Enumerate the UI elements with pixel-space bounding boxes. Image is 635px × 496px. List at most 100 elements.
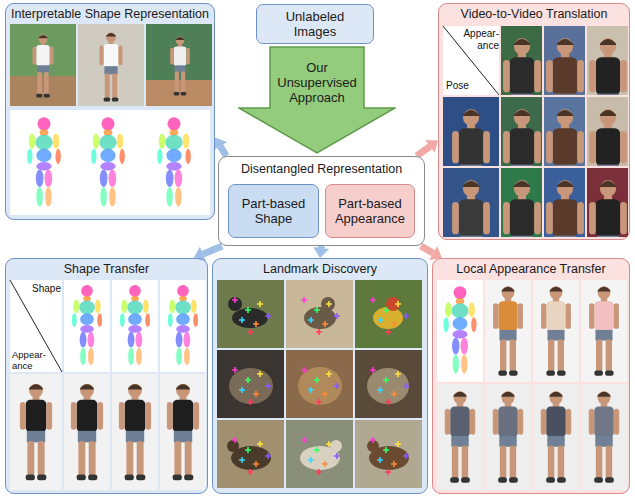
- illustration-rect: [212, 258, 428, 494]
- illustration-svg: [355, 350, 422, 418]
- illustration-rect: [286, 280, 353, 348]
- illustration-line: [10, 280, 62, 372]
- illustration-rect: [286, 420, 353, 488]
- illustration-svg: [160, 280, 206, 372]
- illustration-svg: [78, 24, 144, 106]
- illustration-use: [443, 286, 476, 373]
- illustration-rect: [64, 280, 110, 372]
- illustration-svg: [112, 374, 158, 490]
- illustration-use: [168, 285, 198, 365]
- illustration-use: [27, 117, 61, 206]
- illustration-rect: [355, 280, 422, 348]
- illustration-svg: [217, 350, 284, 418]
- illustration-rect: [5, 258, 208, 494]
- arrow-shaft: [417, 146, 430, 156]
- illustration-svg: [355, 420, 422, 488]
- node-title: Shape Transfer: [6, 259, 207, 276]
- illustration-rect: [10, 24, 76, 106]
- illustration-svg: [10, 24, 76, 106]
- illustration-use: [589, 180, 627, 293]
- illustration-use: [157, 117, 191, 206]
- arrow-shaft: [220, 146, 226, 156]
- node-title: Local Appearance Transfer: [433, 259, 629, 276]
- arrow-head: [313, 247, 329, 258]
- illustration-svg: [160, 374, 206, 490]
- illustration-rect: [355, 350, 422, 418]
- illustration-use: [546, 180, 584, 293]
- illustration-rect: [5, 3, 215, 220]
- arrow-shaft: [318, 246, 325, 248]
- illustration-use: [20, 384, 52, 481]
- illustration-use: [71, 384, 103, 481]
- illustration-use: [445, 391, 475, 482]
- illustration-use: [493, 286, 523, 376]
- illustration-rect: [217, 280, 284, 348]
- illustration-rect: [217, 420, 284, 488]
- arrow-head: [194, 247, 206, 262]
- illustration-use: [91, 117, 125, 206]
- illustration-rect: [437, 280, 483, 382]
- result-panel: Local Appearance Transfer: [432, 258, 630, 494]
- illustration-use: [589, 391, 619, 482]
- illustration-svg: [581, 280, 627, 382]
- illustration-svg: [64, 280, 110, 372]
- illustration-svg: [286, 280, 353, 348]
- illustration-use: [541, 286, 571, 376]
- node-title: Interpretable Shape Representation: [6, 4, 214, 21]
- illustration-svg: [437, 384, 483, 490]
- illustration-circle: [227, 440, 239, 452]
- representation-box: Disentangled RepresentationPart-based Sh…: [218, 156, 425, 246]
- illustration-ellipse: [298, 367, 342, 405]
- illustration-circle: [330, 440, 342, 452]
- illustration-rect: [443, 26, 499, 95]
- illustration-svg: [146, 24, 212, 106]
- illustration-use: [370, 437, 409, 475]
- illustration-rect: [112, 374, 158, 490]
- illustration-use: [120, 285, 150, 365]
- illustration-line: [443, 26, 499, 95]
- illustration-rect: [533, 384, 579, 490]
- axis-label: Appear-ance: [12, 349, 48, 371]
- illustration-svg: [286, 420, 353, 488]
- illustration-use: [493, 391, 523, 482]
- illustration-svg: [485, 280, 531, 382]
- illustration-rect: [160, 280, 206, 372]
- arrow-head: [213, 138, 227, 151]
- illustration-svg: [286, 350, 353, 418]
- node-title: Video-to-Video Translation: [439, 4, 629, 21]
- result-panel: Interpretable Shape Representation: [5, 3, 215, 220]
- illustration-use: [72, 285, 102, 365]
- input-box: Unlabeled Images: [256, 4, 374, 44]
- illustration-use: [99, 32, 122, 101]
- illustration-rect: [10, 76, 76, 106]
- result-panel: Landmark Discovery: [212, 258, 428, 494]
- illustration-use: [232, 297, 271, 335]
- illustration-svg: [64, 374, 110, 490]
- illustration-use: [119, 384, 151, 481]
- node-title: Disentangled Representation: [219, 157, 424, 176]
- arrow-shape: [239, 47, 395, 153]
- illustration-use: [589, 286, 619, 376]
- illustration-use: [167, 384, 199, 481]
- illustration-use: [370, 367, 409, 405]
- illustration-use: [301, 297, 340, 335]
- illustration-rect: [533, 280, 579, 382]
- illustration-svg: [217, 280, 284, 348]
- axis-label: Appear-ance: [461, 28, 499, 52]
- illustration-rect: [217, 350, 284, 418]
- illustration-use: [301, 437, 340, 475]
- illustration-use: [370, 297, 409, 335]
- appearance-box: Part-based Appearance: [325, 184, 415, 238]
- arrow-shaft: [203, 246, 222, 254]
- illustration-ellipse: [232, 308, 268, 328]
- illustration-use: [232, 367, 271, 405]
- illustration-use: [541, 391, 571, 482]
- illustration-svg: [112, 280, 158, 372]
- illustration-svg: [485, 384, 531, 490]
- illustration-rect: [10, 374, 62, 490]
- illustration-rect: [355, 420, 422, 488]
- illustration-ellipse: [367, 368, 409, 404]
- illustration-rect: [581, 280, 627, 382]
- illustration-svg: [533, 384, 579, 490]
